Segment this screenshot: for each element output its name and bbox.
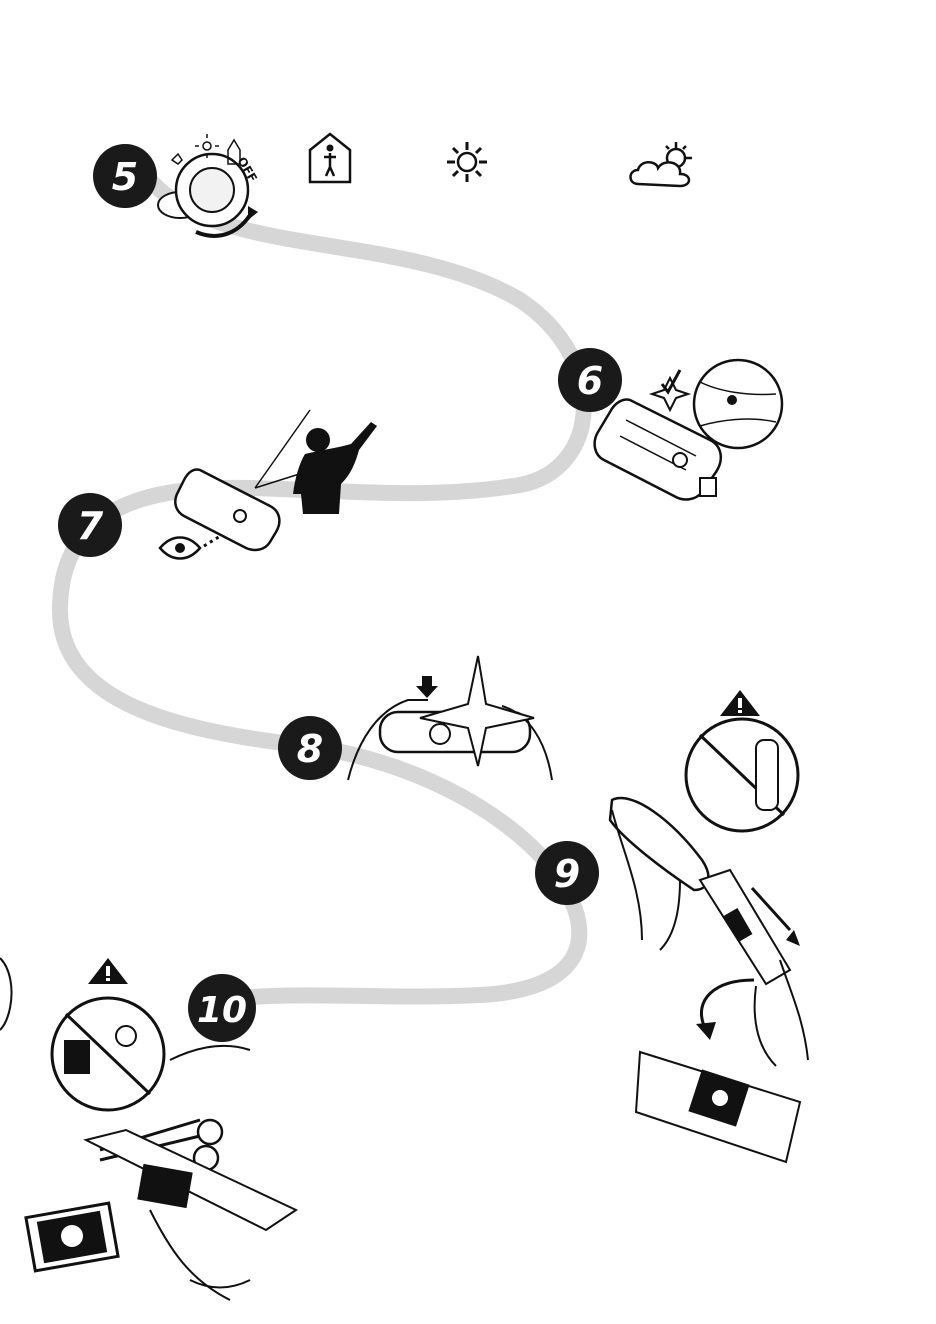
curved-arrow-icon xyxy=(696,980,754,1040)
step-badge-10: 10 xyxy=(188,974,256,1042)
step-number-8: 8 xyxy=(297,727,323,771)
step-path xyxy=(60,180,584,1000)
indoor-person-icon xyxy=(310,134,350,182)
film-being-cut xyxy=(86,1130,296,1230)
camera-held-icon xyxy=(610,798,708,950)
step-10: 10 xyxy=(26,958,296,1300)
step-number-6: 6 xyxy=(577,359,603,403)
developing-print xyxy=(636,1052,800,1162)
cloud-sun-icon xyxy=(631,142,693,186)
prohibited-sign-icon xyxy=(686,719,798,831)
mode-dial-icon: OFF xyxy=(158,134,260,236)
step-number-9: 9 xyxy=(554,852,580,896)
step-6: 6 xyxy=(558,348,782,499)
dial-flash-off-icon xyxy=(172,154,182,164)
step-number-5: 5 xyxy=(112,155,138,199)
flash-indicator-magnifier xyxy=(694,360,782,448)
step-badge-8: 8 xyxy=(278,716,342,780)
step-badge-5: 5 xyxy=(93,144,157,208)
step-number-7: 7 xyxy=(77,504,104,548)
step-8: 8 xyxy=(278,656,552,780)
page-edge-fragment xyxy=(0,958,12,1030)
film-strip xyxy=(700,870,790,984)
finished-photo xyxy=(26,1203,118,1271)
warning-triangle-icon xyxy=(720,690,760,716)
step-number-10: 10 xyxy=(197,990,247,1031)
step-7: 7 xyxy=(58,410,377,559)
step-badge-9: 9 xyxy=(535,841,599,905)
flash-sparkle-icon xyxy=(652,370,688,410)
step-badge-7: 7 xyxy=(58,493,122,557)
step-badge-6: 6 xyxy=(558,348,622,412)
eye-icon xyxy=(160,538,200,559)
prohibited-sign-icon xyxy=(52,998,164,1110)
warning-triangle-icon xyxy=(88,958,128,984)
shutter-arrow-icon xyxy=(416,676,438,698)
sun-icon xyxy=(447,142,487,182)
